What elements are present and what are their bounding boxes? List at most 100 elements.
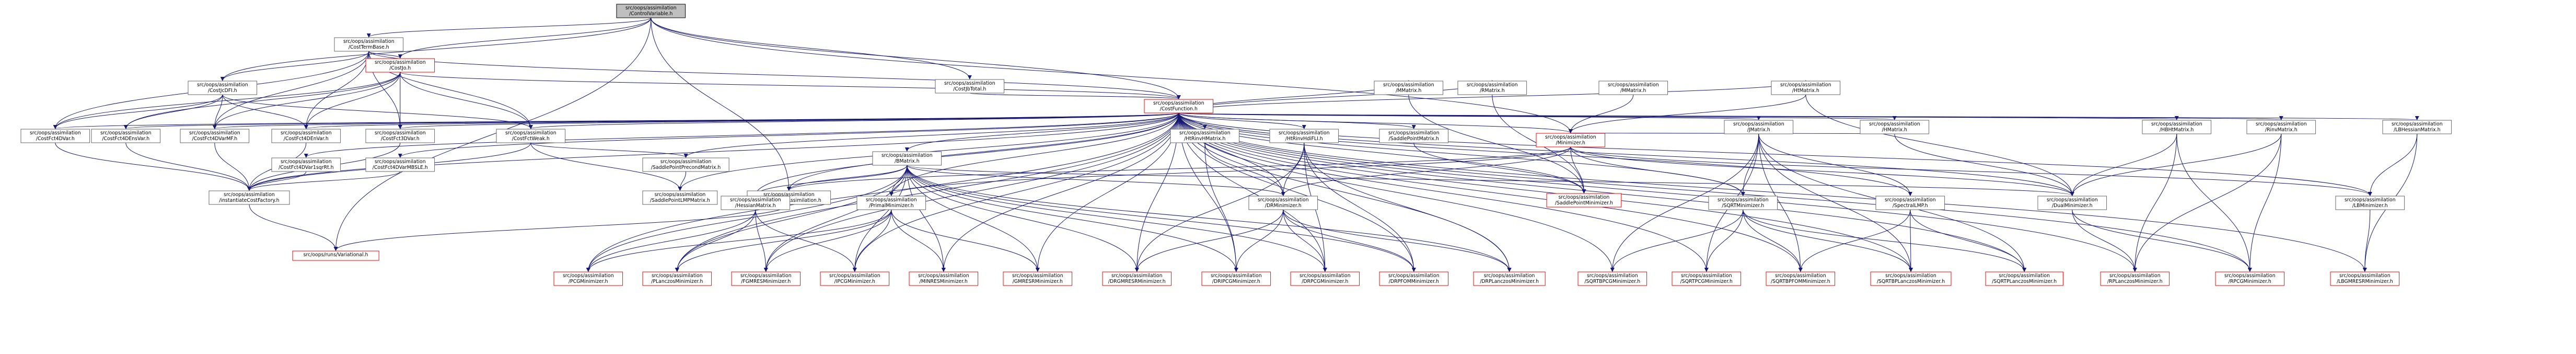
file-node-label: /PLanczosMinimizer.h: [651, 279, 703, 284]
file-node-label: src/oops/assimilation: [1587, 273, 1638, 279]
dependency-edge: [304, 112, 1179, 158]
dependency-edge: [529, 112, 1179, 129]
file-node-cjt[interactable]: src/oops/assimilation/CostJbTotal.h: [935, 79, 1005, 94]
dependency-edge: [1758, 133, 1803, 272]
file-node-mtx[interactable]: src/oops/assimilation/MMatrix.h: [1598, 81, 1668, 95]
dependency-edge: [530, 142, 682, 191]
file-node-cj[interactable]: src/oops/assimilation/CostJo.h: [365, 58, 435, 73]
file-node-htm[interactable]: src/oops/assimilation/HtMatrix.h: [1771, 81, 1841, 95]
file-node-label: /CostTermBase.h: [349, 44, 389, 50]
dependency-edge: [398, 112, 1179, 158]
file-node-spmin[interactable]: src/oops/assimilation/SaddlePointMinimiz…: [1546, 193, 1622, 208]
dependency-edge: [907, 165, 1285, 196]
file-node-sqtfom[interactable]: src/oops/assimilation/SQRTBPFOMMinimizer…: [1766, 271, 1836, 286]
file-node-hmx[interactable]: src/oops/assimilation/HMatrix.h: [1860, 120, 1930, 134]
file-node-f4de[interactable]: src/oops/assimilation/CostFct4DEnsVar.h: [91, 129, 161, 143]
dependency-edge: [907, 165, 946, 272]
file-node-bm[interactable]: src/oops/assimilation/BMatrix.h: [872, 151, 942, 166]
file-node-drm[interactable]: src/oops/assimilation/DRMinimizer.h: [1248, 196, 1318, 210]
dependency-edge: [53, 94, 223, 129]
file-node-pcg[interactable]: src/oops/assimilation/PCGMinimizer.h: [553, 271, 623, 286]
file-node-f4db[interactable]: src/oops/assimilation/CostFct4DEnVar.h: [271, 129, 341, 143]
file-node-sqtpcg[interactable]: src/oops/assimilation/SQRTPCGMinimizer.h: [1672, 271, 1742, 286]
file-node-ipcg[interactable]: src/oops/assimilation/IPCGMinimizer.h: [820, 271, 890, 286]
file-node-mm[interactable]: src/oops/assimilation/MMatrix.h: [1374, 81, 1444, 95]
file-node-hbh[interactable]: src/oops/assimilation/HBHtMatrix.h: [2142, 120, 2212, 134]
file-node-label: /CostFct4DVarMF.h: [192, 136, 237, 142]
dependency-edge: [651, 17, 972, 79]
file-node-rpl[interactable]: src/oops/assimilation/RPLanczosMinimizer…: [2100, 271, 2170, 286]
file-node-lbg[interactable]: src/oops/assimilation/LBGMRESRMinimizer.…: [2330, 271, 2400, 286]
file-node-ifac[interactable]: src/oops/assimilation/instantiateCostFac…: [208, 190, 290, 205]
dependency-edge: [651, 17, 1573, 133]
file-node-pm[interactable]: src/oops/assimilation/PrimalMinimizer.h: [856, 196, 926, 210]
file-node-spcm[interactable]: src/oops/assimilation/SaddlePointPrecond…: [642, 157, 729, 172]
file-node-gmr[interactable]: src/oops/assimilation/GMRESRMinimizer.h: [1003, 271, 1073, 286]
file-node-label: src/oops/assimilation: [1999, 273, 2050, 279]
file-node-jm[interactable]: src/oops/assimilation/JMatrix.h: [1724, 120, 1794, 134]
file-node-fw[interactable]: src/oops/assimilation/CostFctWeak.h: [496, 129, 566, 143]
file-node-minr[interactable]: src/oops/assimilation/MINRESMinimizer.h: [909, 271, 979, 286]
file-node-fgm[interactable]: src/oops/assimilation/FGMRESMinimizer.h: [731, 271, 801, 286]
dependency-edge: [220, 51, 369, 81]
file-node-sqtbcg[interactable]: src/oops/assimilation/SQRTBPCGMinimizer.…: [1577, 271, 1647, 286]
dependency-edge: [1908, 209, 1913, 272]
file-node-spm[interactable]: src/oops/assimilation/SaddlePointMatrix.…: [1379, 129, 1449, 143]
file-node-ctb[interactable]: src/oops/assimilation/CostTermBase.h: [334, 37, 404, 52]
file-node-box: [642, 271, 712, 286]
file-node-hm[interactable]: src/oops/assimilation/HessianMatrix.h: [721, 196, 791, 210]
file-node-label: /DRPLanczosMinimizer.h: [1480, 279, 1539, 284]
file-node-sqm[interactable]: src/oops/assimilation/SQRTMinimizer.h: [1708, 196, 1778, 210]
dependency-edge: [214, 142, 251, 191]
file-node-rpcg[interactable]: src/oops/assimilation/RPCGMinimizer.h: [2215, 271, 2285, 286]
file-node-label: src/oops/assimilation: [1545, 134, 1596, 140]
file-node-f4dv[interactable]: src/oops/assimilation/CostFct4DVar.h: [20, 129, 90, 143]
file-node-drg[interactable]: src/oops/assimilation/DRGMRESRMinimizer.…: [1102, 271, 1172, 286]
dependency-edge: [675, 209, 892, 272]
file-node-dripcg[interactable]: src/oops/assimilation/DRIPCGMinimizer.h: [1201, 271, 1271, 286]
file-node-box: [1771, 81, 1841, 95]
file-node-label: /MMatrix.h: [1620, 88, 1646, 94]
file-node-label: /CostFct4DVar.h: [36, 136, 75, 142]
file-node-cf[interactable]: src/oops/assimilation/CostFunction.h: [1144, 99, 1214, 113]
file-node-lbhm[interactable]: src/oops/assimilation/LBHessianMatrix.h: [2382, 120, 2452, 134]
file-node-drplz[interactable]: src/oops/assimilation/DRPLanczosMinimize…: [1473, 271, 1546, 286]
file-node-label: src/oops/assimilation: [740, 273, 792, 279]
dependency-edge: [683, 112, 1179, 158]
file-node-cjcf[interactable]: src/oops/assimilation/CostJcDFI.h: [188, 81, 258, 95]
file-node-box: [1870, 271, 1952, 286]
file-node-label: /CostJo.h: [389, 65, 411, 71]
file-node-dm[interactable]: src/oops/assimilation/DualMinimizer.h: [2037, 196, 2107, 210]
file-node-f4dvm[interactable]: src/oops/assimilation/CostFct4DVarMF.h: [180, 129, 250, 143]
file-node-f4d1[interactable]: src/oops/assimilation/CostFct4DVar1sqrRt…: [271, 157, 341, 172]
file-node-label: /CostFct4DEnsVar.h: [102, 136, 149, 142]
file-node-sqtlz[interactable]: src/oops/assimilation/SQRTBPLanczosMinim…: [1870, 271, 1952, 286]
file-node-slm[interactable]: src/oops/assimilation/SpectralLMP.h: [1875, 196, 1945, 210]
file-node-drpcg[interactable]: src/oops/assimilation/DRPCGMinimizer.h: [1290, 271, 1360, 286]
file-node-drpfom[interactable]: src/oops/assimilation/DRPFOMMinimizer.h: [1379, 271, 1449, 286]
file-node-rm[interactable]: src/oops/assimilation/RMatrix.h: [1457, 81, 1527, 95]
dependency-edge: [1134, 142, 1305, 272]
dependency-edge: [1798, 209, 1911, 272]
file-node-hfl[interactable]: src/oops/assimilation/HtRinvHdiFLI.h: [1269, 129, 1339, 143]
file-node-f3d[interactable]: src/oops/assimilation/CostFct3DVar.h: [365, 129, 435, 143]
dependency-edge: [1408, 94, 1586, 193]
file-node-lbm[interactable]: src/oops/assimilation/LBMinimizer.h: [2335, 196, 2405, 210]
file-node-min[interactable]: src/oops/assimilation/Minimizer.h: [1536, 133, 1606, 147]
file-node-box: [188, 81, 258, 95]
file-node-var[interactable]: src/oops/runs/Variational.h: [292, 250, 379, 261]
file-node-label: src/oops/assimilation: [505, 130, 556, 136]
file-node-label: src/oops/assimilation: [1111, 273, 1163, 279]
file-node-f4ddl[interactable]: src/oops/assimilation/CostFct4DVarMBSLE.…: [365, 157, 435, 172]
file-node-sqplz[interactable]: src/oops/assimilation/SQRTPLanczosMinimi…: [1985, 271, 2063, 286]
file-node-label: src/oops/assimilation: [1885, 197, 1936, 203]
file-node-label: /DRGMRESRMinimizer.h: [1108, 279, 1166, 284]
file-node-box: [1536, 133, 1606, 147]
file-node-rinv[interactable]: src/oops/assimilation/RinvMatrix.h: [2246, 120, 2316, 134]
file-node-label: /HMatrix.h: [1882, 127, 1907, 133]
file-node-hhm[interactable]: src/oops/assimilation/HtRinvHMatrix.h: [1170, 129, 1240, 143]
file-node-plz[interactable]: src/oops/assimilation/PLanczosMinimizer.…: [642, 271, 712, 286]
file-node-splm[interactable]: src/oops/assimilation/SaddlePointLMPMatr…: [642, 190, 718, 205]
file-node-label: /SQRTPCGMinimizer.h: [1680, 279, 1733, 284]
dependency-edge: [586, 165, 908, 272]
